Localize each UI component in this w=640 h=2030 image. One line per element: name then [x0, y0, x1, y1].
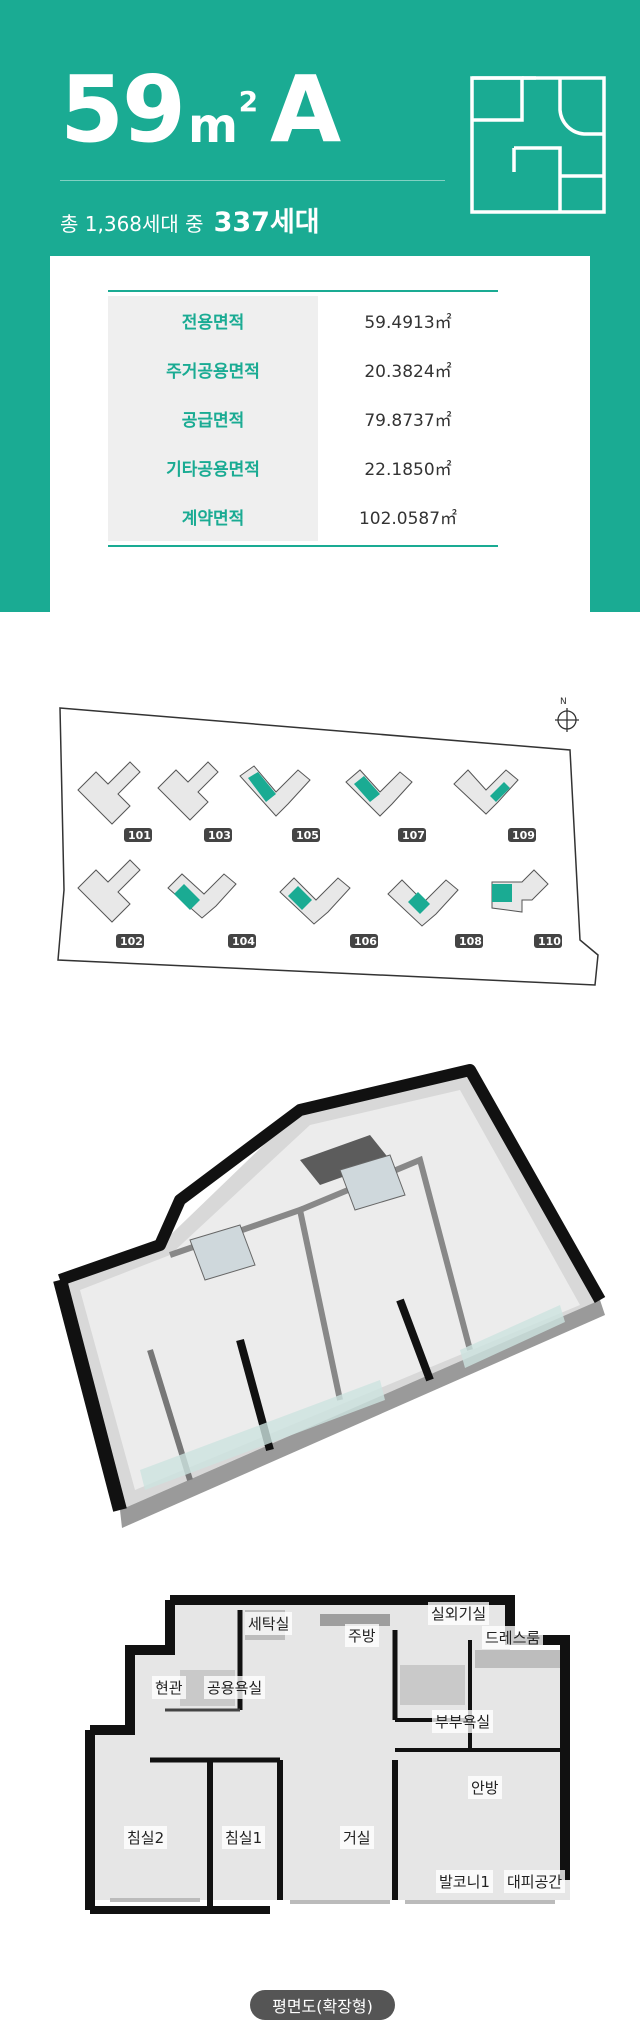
households-info: 총 1,368세대 중 337세대 [60, 200, 320, 239]
compass-label: N [560, 697, 567, 707]
building-label: 104 [232, 935, 255, 948]
room-dress-room: 드레스룸 [482, 1626, 544, 1649]
building-108[interactable]: 108 [387, 879, 483, 948]
building-label: 105 [296, 829, 319, 842]
area-table: 전용면적 59.4913㎡ 주거공용면적 20.3824㎡ 공급면적 79.87… [108, 290, 498, 547]
room-common-bath: 공용욕실 [204, 1676, 266, 1699]
isometric-unit-render [53, 1064, 606, 1528]
room-master-bedroom: 안방 [468, 1776, 502, 1799]
size-number: 59 [60, 56, 186, 163]
area-value: 79.8737㎡ [364, 411, 452, 431]
building-label: 106 [354, 935, 377, 948]
building-103[interactable]: 103 [157, 761, 232, 842]
building-104[interactable]: 104 [167, 873, 256, 948]
building-109[interactable]: 109 [453, 769, 536, 842]
building-label: 102 [120, 935, 143, 948]
size-unit-sup: 2 [238, 85, 259, 118]
area-row: 전용면적 59.4913㎡ [108, 292, 498, 345]
hero-divider [60, 180, 445, 181]
area-row: 공급면적 79.8737㎡ [108, 394, 498, 443]
room-evacuation: 대피공간 [504, 1870, 566, 1893]
room-laundry: 세탁실 [245, 1612, 293, 1635]
building-label: 107 [402, 829, 425, 842]
room-bedroom1: 침실1 [222, 1826, 266, 1849]
site-plan: N 101 103 105 107 109 102 104 [57, 697, 599, 986]
floor-plan-drawing [85, 1595, 570, 1914]
building-label: 109 [512, 829, 535, 842]
households-prefix: 총 1,368세대 중 [60, 212, 204, 236]
room-outdoor-unit: 실외기실 [428, 1602, 490, 1625]
building-110[interactable]: 110 [491, 869, 562, 948]
room-bedroom2: 침실2 [124, 1826, 168, 1849]
area-row: 계약면적 102.0587㎡ [108, 492, 498, 545]
building-106[interactable]: 106 [279, 877, 378, 948]
compass-icon: N [555, 697, 579, 732]
building-label: 101 [128, 829, 151, 842]
area-value: 22.1850㎡ [364, 460, 452, 480]
building-101[interactable]: 101 [77, 761, 152, 842]
building-102[interactable]: 102 [77, 859, 144, 948]
building-label: 103 [208, 829, 231, 842]
area-value: 102.0587㎡ [358, 509, 458, 529]
households-highlight: 337세대 [213, 207, 320, 238]
room-balcony1: 발코니1 [436, 1870, 493, 1893]
area-label: 주거공용면적 [108, 345, 318, 394]
area-label: 공급면적 [108, 394, 318, 443]
room-living: 거실 [340, 1826, 374, 1849]
building-label: 110 [538, 935, 561, 948]
floor-plan-caption: 평면도(확장형) [250, 1990, 395, 2020]
room-master-bath: 부부욕실 [432, 1710, 494, 1733]
area-row: 주거공용면적 20.3824㎡ [108, 345, 498, 394]
area-row: 기타공용면적 22.1850㎡ [108, 443, 498, 492]
area-value: 59.4913㎡ [364, 313, 452, 333]
building-107[interactable]: 107 [345, 769, 426, 842]
area-label: 계약면적 [108, 492, 318, 541]
area-label: 전용면적 [108, 296, 318, 345]
room-kitchen: 주방 [345, 1624, 379, 1647]
floor-plan: 세탁실 주방 실외기실 드레스룸 현관 공용욕실 부부욕실 안방 침실2 침실1… [70, 1580, 590, 1920]
floorplan-outline-icon [470, 76, 606, 214]
room-entrance: 현관 [152, 1676, 186, 1699]
area-label: 기타공용면적 [108, 443, 318, 492]
building-label: 108 [459, 935, 482, 948]
area-value: 20.3824㎡ [364, 362, 452, 382]
unit-type-letter: A [270, 56, 342, 163]
building-105[interactable]: 105 [239, 765, 320, 842]
area-card: 전용면적 59.4913㎡ 주거공용면적 20.3824㎡ 공급면적 79.87… [50, 256, 590, 612]
